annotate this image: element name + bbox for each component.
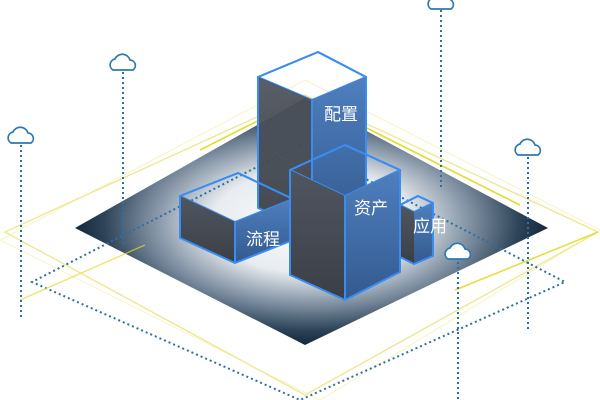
asset-block: 资产 xyxy=(289,144,401,301)
cloud-icon xyxy=(444,242,472,260)
asset-label: 资产 xyxy=(354,199,388,219)
cloud-icon xyxy=(427,0,455,10)
app-block: 应用 xyxy=(399,195,447,265)
cloud-icons xyxy=(7,0,542,260)
app-label: 应用 xyxy=(413,217,447,237)
flow-block: 流程 xyxy=(179,172,294,264)
cloud-icon xyxy=(109,53,137,71)
dashed-frame xyxy=(29,143,568,400)
config-label: 配置 xyxy=(324,105,358,125)
cloud-icon xyxy=(514,138,542,156)
cloud-icon xyxy=(7,126,35,144)
flow-label: 流程 xyxy=(246,230,280,250)
yellow-outline-frame xyxy=(0,79,600,400)
cloud-drop-lines xyxy=(20,10,529,400)
